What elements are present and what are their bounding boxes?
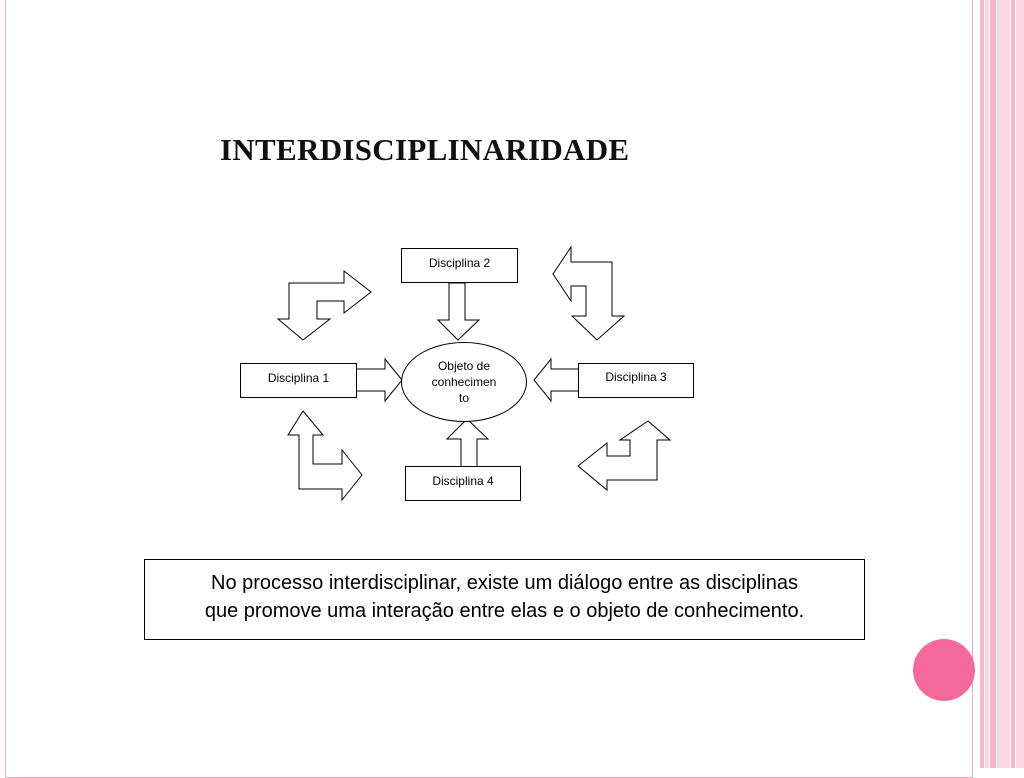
- bent-arrow-top-left-icon: [276, 269, 372, 341]
- center-label-line-2: conhecimen: [431, 375, 497, 389]
- caption-line-1: No processo interdisciplinar, existe um …: [211, 572, 798, 594]
- arrow-left-icon: [533, 357, 580, 403]
- center-label-line-1: Objeto de: [437, 359, 491, 373]
- discipline-2-label: Disciplina 2: [428, 256, 491, 270]
- arrow-up-icon: [445, 418, 490, 468]
- discipline-3-box: Disciplina 3: [578, 363, 694, 398]
- caption-box: No processo interdisciplinar, existe um …: [144, 559, 865, 640]
- discipline-4-label: Disciplina 4: [432, 474, 494, 488]
- discipline-3-label: Disciplina 3: [605, 370, 667, 384]
- slide-title: INTERDISCIPLINARIDADE: [220, 132, 630, 167]
- discipline-2-box: Disciplina 2: [401, 248, 518, 283]
- knowledge-object-ellipse: Objeto de conhecimen to: [401, 342, 527, 422]
- discipline-1-label: Disciplina 1: [267, 371, 330, 385]
- caption-line-2: que promove uma interação entre elas e o…: [204, 600, 805, 622]
- bent-arrow-bottom-right-icon: [577, 420, 672, 492]
- decor-stripe-1: [980, 0, 984, 768]
- discipline-1-box: Disciplina 1: [240, 363, 357, 398]
- decor-stripe-3: [990, 0, 996, 768]
- decor-circle: [913, 639, 975, 701]
- center-label-line-3: to: [458, 391, 469, 405]
- bent-arrow-bottom-left-icon: [287, 410, 363, 502]
- bent-arrow-top-right-icon: [552, 245, 626, 341]
- discipline-4-box: Disciplina 4: [405, 466, 521, 501]
- decor-stripe-4: [997, 0, 1010, 768]
- decor-stripe-2: [985, 0, 989, 768]
- arrow-right-icon: [355, 357, 403, 403]
- decor-stripe-5: [1011, 0, 1015, 768]
- arrow-down-icon: [436, 282, 481, 341]
- decor-stripe-6: [1016, 0, 1024, 768]
